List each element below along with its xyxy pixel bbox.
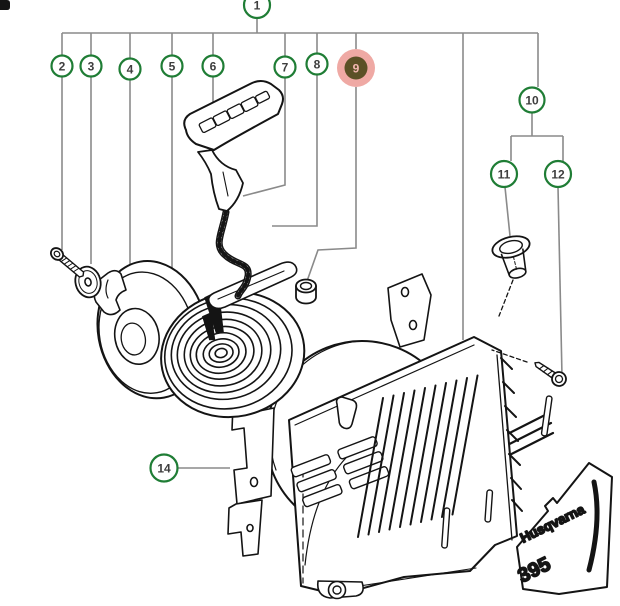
callout-4[interactable]: 4 bbox=[118, 57, 142, 81]
callout-5[interactable]: 5 bbox=[160, 54, 184, 78]
svg-text:6: 6 bbox=[210, 59, 217, 73]
svg-text:2: 2 bbox=[59, 59, 66, 73]
callout-1[interactable]: 1 bbox=[242, 0, 272, 20]
svg-text:8: 8 bbox=[314, 57, 321, 71]
svg-text:4: 4 bbox=[127, 62, 134, 76]
callout-11[interactable]: 11 bbox=[489, 159, 519, 189]
starter-handle-drawing bbox=[183, 80, 284, 212]
svg-text:1: 1 bbox=[254, 0, 261, 12]
svg-text:12: 12 bbox=[551, 167, 565, 181]
spring-anchor-drawing bbox=[207, 261, 298, 310]
callout-6[interactable]: 6 bbox=[201, 54, 225, 78]
callout-10[interactable]: 10 bbox=[518, 86, 546, 114]
svg-text:3: 3 bbox=[88, 59, 95, 73]
screw-part-drawing bbox=[49, 247, 85, 278]
callout-8[interactable]: 8 bbox=[305, 52, 329, 76]
svg-text:5: 5 bbox=[169, 59, 176, 73]
callout-12[interactable]: 12 bbox=[543, 159, 573, 189]
connector-tree bbox=[61, 19, 564, 469]
starter-housing-drawing bbox=[227, 273, 555, 600]
svg-text:7: 7 bbox=[282, 60, 289, 74]
callout-7[interactable]: 7 bbox=[273, 55, 297, 79]
callout-3[interactable]: 3 bbox=[79, 54, 103, 78]
corner-artifact bbox=[0, 0, 10, 10]
callout-9-highlighted[interactable]: 9 bbox=[337, 49, 375, 87]
bushing-part-drawing bbox=[295, 278, 317, 305]
svg-text:11: 11 bbox=[498, 167, 511, 181]
mounting-screw-part-drawing bbox=[491, 349, 567, 387]
grommet-cup-part-drawing bbox=[491, 235, 531, 317]
svg-text:9: 9 bbox=[353, 61, 360, 75]
callout-2[interactable]: 2 bbox=[50, 54, 74, 78]
svg-text:10: 10 bbox=[525, 93, 539, 107]
starter-rope-drawing bbox=[215, 208, 252, 300]
callout-14[interactable]: 14 bbox=[149, 453, 179, 483]
model-decal: Husqvarna 395 bbox=[514, 462, 613, 595]
svg-text:14: 14 bbox=[157, 461, 171, 475]
